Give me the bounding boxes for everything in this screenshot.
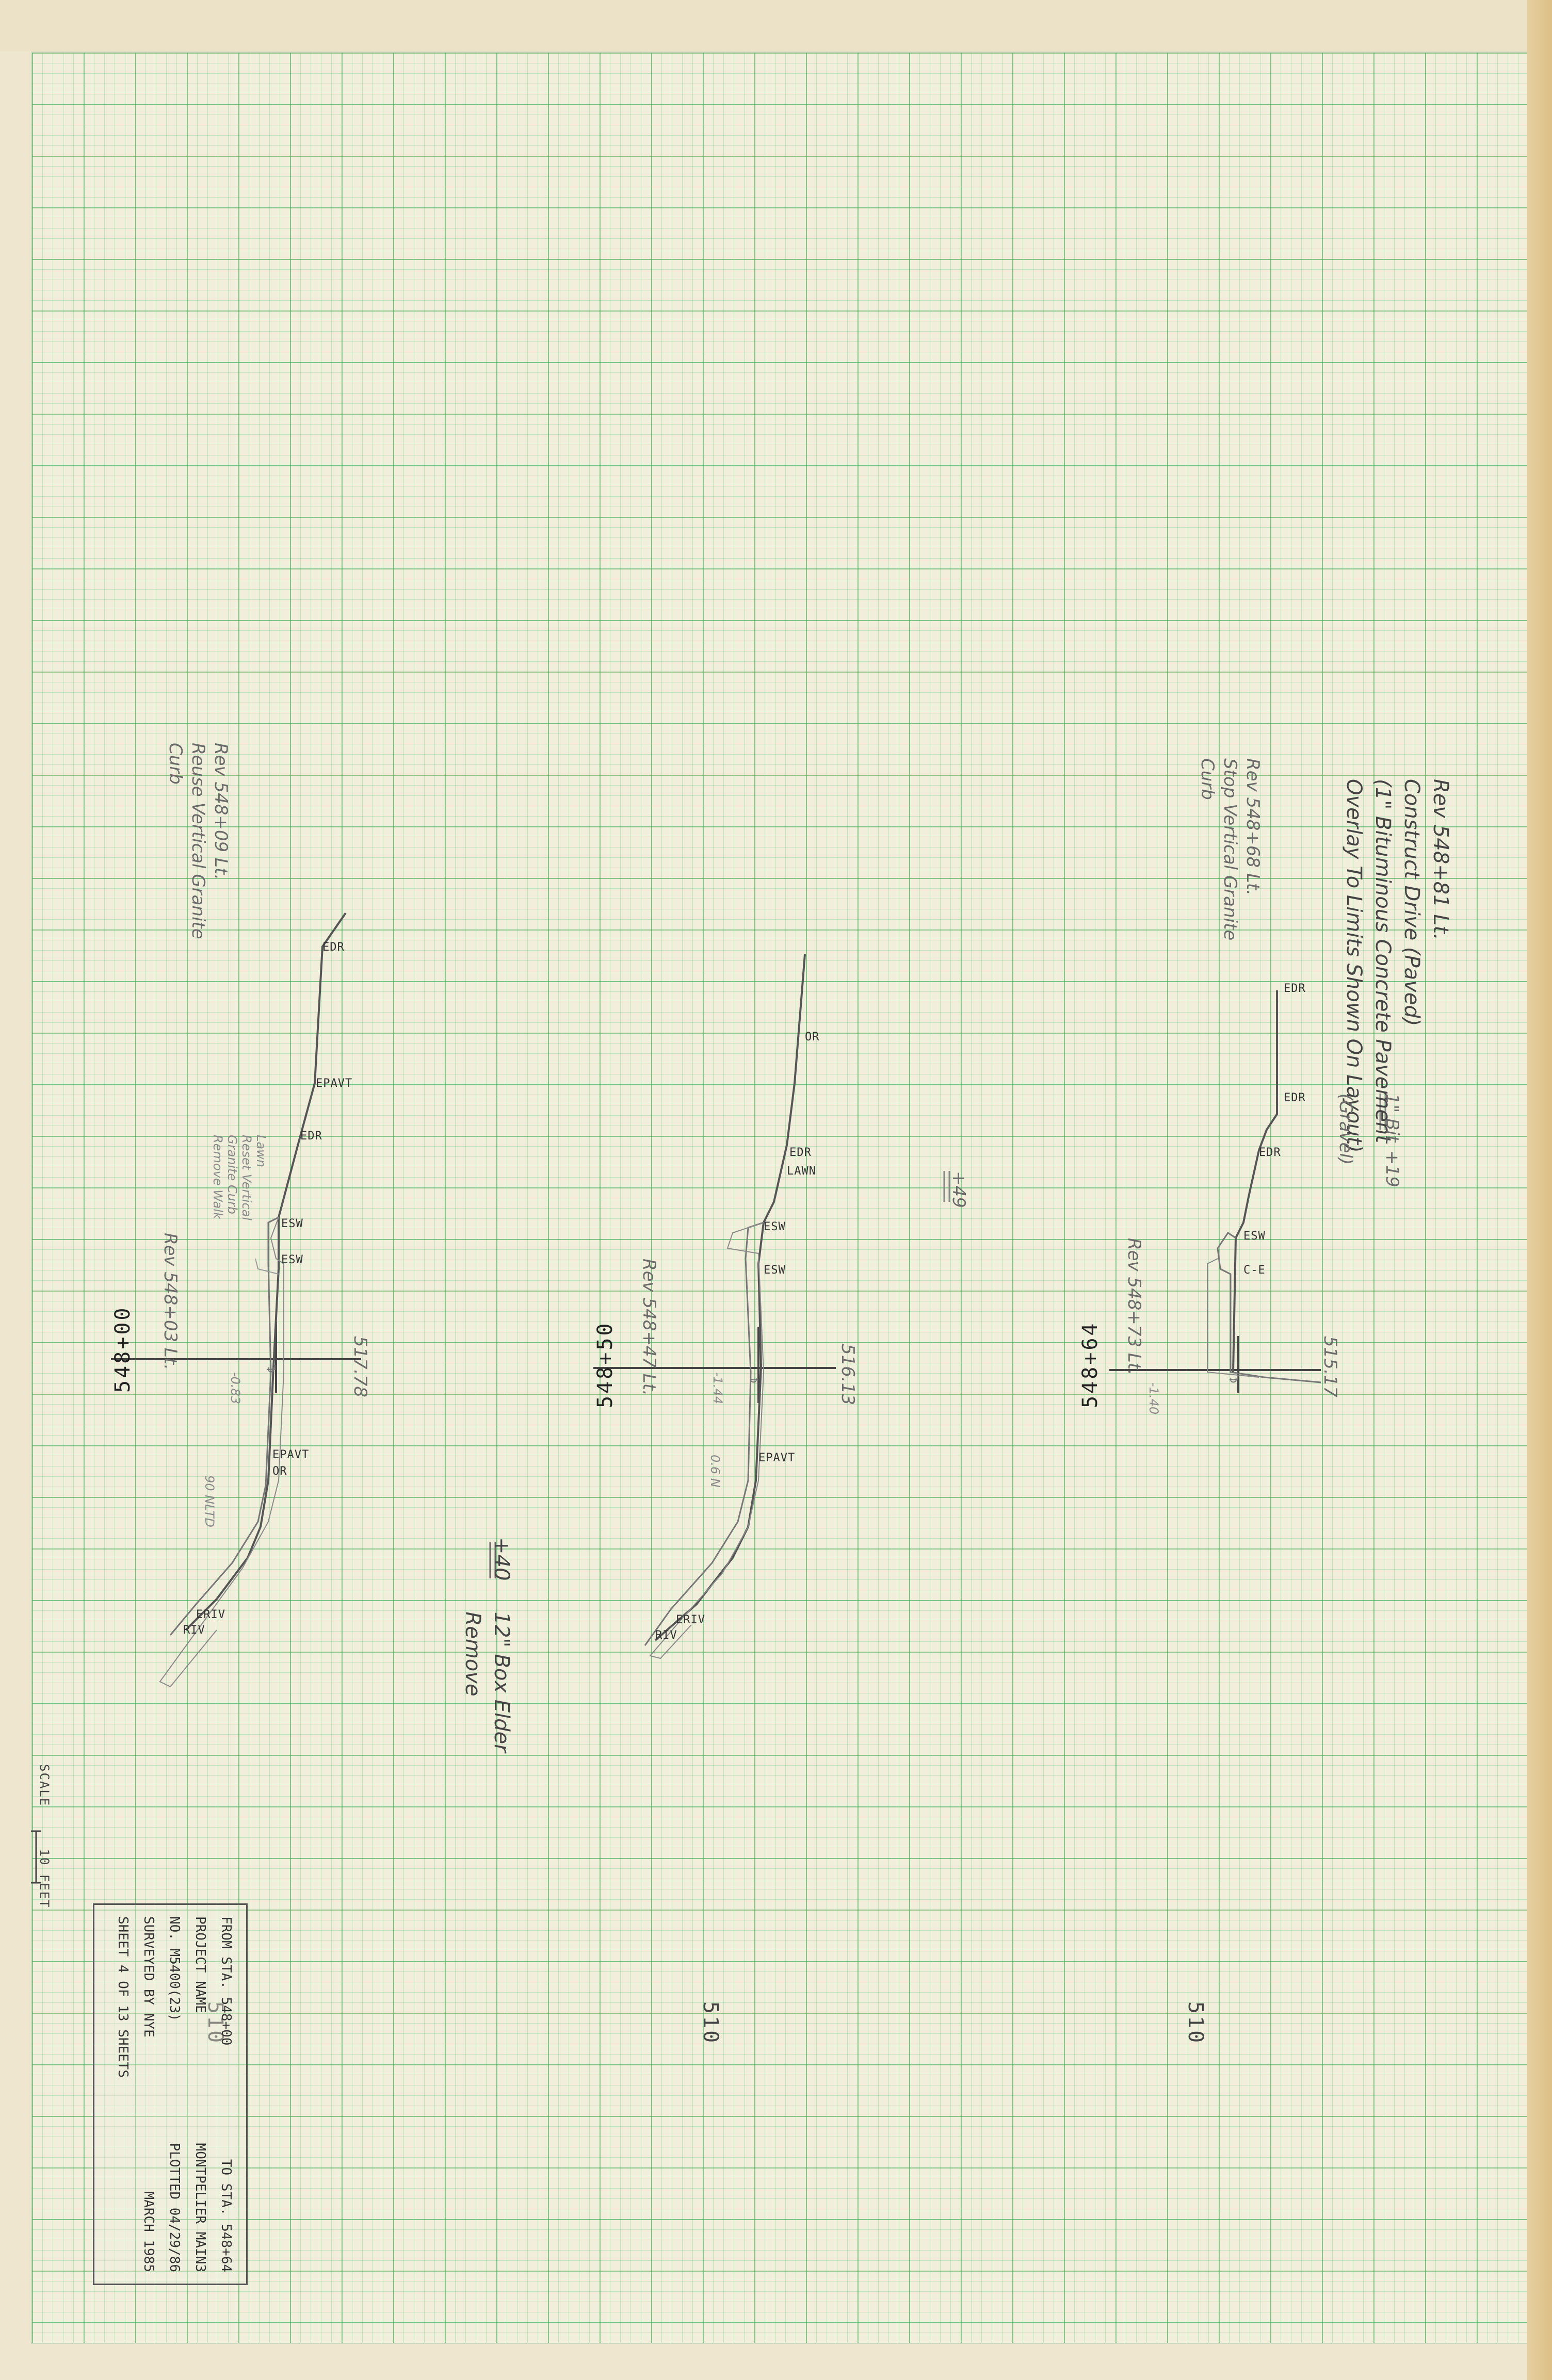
section-548-00-label-esw-2: ESW: [281, 1253, 303, 1266]
section-548-00-pavement-line: [169, 1216, 279, 1636]
to-station-value: 548+64: [218, 2224, 234, 2272]
section-548-50-linework: [593, 954, 836, 1659]
sheet-number: 4: [115, 1964, 131, 1973]
surveyed-by-value: NYE: [141, 2013, 156, 2037]
section-548-00-label-riv: RIV: [183, 1624, 205, 1637]
section-548-00-label-epavt-bottom: EPAVT: [272, 1448, 310, 1461]
section-548-00-station: 548+00: [111, 1306, 135, 1393]
section-548-64-label-edr-3: EDR: [1259, 1146, 1281, 1159]
sheet-total: 13: [115, 2005, 131, 2022]
section-548-64-label-edr-1: EDR: [1284, 982, 1306, 995]
section-548-64-curb: [1207, 1258, 1259, 1378]
section-548-64-offset-left: -1.40: [1146, 1382, 1161, 1415]
title-block-row-sheet: SHEET 4 OF 13 SHEETS: [110, 1916, 136, 2272]
section-548-00-label-epavt-top: EPAVT: [316, 1077, 353, 1090]
title-block-row-number: NO. M5400(23) PLOTTED 04/29/86: [161, 1916, 187, 2272]
section-548-50-label-eriv: ERIV: [676, 1613, 705, 1626]
title-block-row-stations: FROM STA. 548+00 TO STA. 548+64: [213, 1916, 239, 2272]
section-548-50-sidewalk: [649, 1222, 765, 1659]
section-548-50-label-esw-1: ESW: [764, 1220, 786, 1233]
section-548-00-grade: 517.78: [350, 1336, 370, 1397]
section-548-50-rev-note: Rev 548+47 Lt.: [639, 1259, 659, 1396]
section-548-64-grade: 515.17: [1320, 1336, 1340, 1397]
title-block-row-survey: SURVEYED BY NYE MARCH 1985: [136, 1916, 161, 2272]
section-548-00-label-or-bottom: OR: [272, 1465, 287, 1478]
section-548-64-elevation: 510: [1184, 2001, 1207, 2045]
section-548-50-label-riv: RIV: [655, 1629, 677, 1642]
section-548-50-bracket: [943, 1171, 950, 1202]
section-548-50-offset-mid: 0.6 N: [708, 1455, 722, 1488]
from-station-label: FROM STA.: [218, 1916, 234, 1989]
section-548-64-rev-note: Rev 548+73 Lt.: [1124, 1238, 1144, 1376]
section-548-00-linework: [111, 912, 361, 1688]
sheet-of-label: OF: [115, 1981, 131, 1997]
section-548-00-sidewalk: [159, 1217, 284, 1688]
sheet-margin-right: [1527, 0, 1552, 2380]
section-548-00-curb: [255, 1258, 279, 1275]
section-548-00-offset-left: -0.83: [228, 1372, 242, 1405]
section-548-64-ground-line: [1232, 990, 1278, 1373]
section-548-64-pavement-line: [1217, 1231, 1321, 1383]
section-548-00-label-edr-top: EDR: [322, 941, 345, 954]
to-station-label: TO STA.: [218, 2159, 234, 2216]
plotted-value: 04/29/86: [167, 2207, 182, 2272]
section-548-50-centerline-symbol: ℄: [748, 1374, 761, 1382]
section-548-50-station: 548+50: [593, 1321, 617, 1409]
section-548-50-label-lawn: LAWN: [787, 1165, 816, 1178]
section-548-64-label-edr-2: EDR: [1284, 1091, 1306, 1104]
section-548-64-station: 548+64: [1078, 1321, 1102, 1409]
scale-bar: [31, 1830, 41, 1884]
section-548-64-label-ce: C-E: [1243, 1264, 1266, 1277]
survey-date: MARCH 1985: [141, 2191, 156, 2272]
section-548-50-grade: 516.13: [837, 1344, 858, 1405]
graph-paper-sheet: [31, 52, 1529, 2344]
title-block-row-project: PROJECT NAME MONTPELIER MAIN3: [187, 1916, 213, 2272]
section-548-50-label-edr: EDR: [789, 1146, 812, 1159]
section-548-64-label-esw: ESW: [1243, 1230, 1266, 1243]
tree-note-bracket: [489, 1542, 496, 1578]
project-number-label: NO.: [167, 1916, 182, 1941]
section-548-64-thickness-note: 1" Bit: [1382, 1094, 1402, 1143]
project-name-value: MONTPELIER MAIN3: [192, 2143, 208, 2272]
tree-removal-note: +40 12" Box Elder Remove: [461, 1537, 513, 1753]
sheet-margin-top: [0, 0, 1552, 52]
section-548-64-thickness-note-2: +19: [1382, 1150, 1402, 1187]
title-block: FROM STA. 548+00 TO STA. 548+64 PROJECT …: [93, 1903, 248, 2285]
section-548-00-offset-bottom: 90 NLTD: [202, 1475, 217, 1528]
section-548-00-label-esw-1: ESW: [281, 1217, 303, 1230]
section-548-50-label-or-top: OR: [805, 1031, 820, 1044]
project-number-value: M5400(23): [167, 1948, 182, 2022]
section-548-50-ground-line: [654, 954, 806, 1641]
section-548-00-centerline-symbol: ℄: [266, 1364, 279, 1372]
project-name-label: PROJECT NAME: [192, 1916, 208, 2013]
scale-label: SCALE 10 FEET: [37, 1764, 52, 1909]
section-548-64-bracket: [1379, 1094, 1386, 1130]
section-548-50-side-note: +49: [948, 1171, 969, 1208]
section-548-00-small-notes: Lawn Reset Vertical Granite Curb Remove …: [211, 1135, 268, 1221]
from-station-value: 548+00: [218, 1997, 234, 2046]
section-548-00-label-eriv: ERIV: [196, 1608, 225, 1621]
section-548-50-offset-left: -1.44: [710, 1372, 725, 1405]
section-548-64-gravel-note: (Gravel): [1335, 1094, 1356, 1165]
section-548-64-centerline-symbol: ℄: [1228, 1374, 1241, 1382]
plotted-label: PLOTTED: [167, 2143, 182, 2200]
sheets-label: SHEETS: [115, 2029, 131, 2078]
surveyed-by-label: SURVEYED BY: [141, 1916, 156, 2006]
section-548-00-label-edr-mid: EDR: [300, 1130, 322, 1143]
section-548-00-curb-note: Rev 548+09 Lt. Reuse Vertical Granite Cu…: [165, 743, 231, 939]
section-548-64-linework: [1109, 990, 1321, 1393]
section-548-50-label-esw-2: ESW: [764, 1264, 786, 1277]
section-548-50-pavement-line: [644, 1221, 764, 1646]
section-548-50-elevation: 510: [699, 2001, 722, 2045]
section-548-00-bottom-note: Rev 548+03 Lt.: [160, 1233, 181, 1371]
section-548-64-curb-note: Rev 548+68 Lt. Stop Vertical Granite Cur…: [1197, 758, 1263, 941]
section-548-00-ground-line: [185, 912, 347, 1631]
section-548-50-label-epavt: EPAVT: [758, 1452, 796, 1464]
sheet-label: SHEET: [115, 1916, 131, 1957]
